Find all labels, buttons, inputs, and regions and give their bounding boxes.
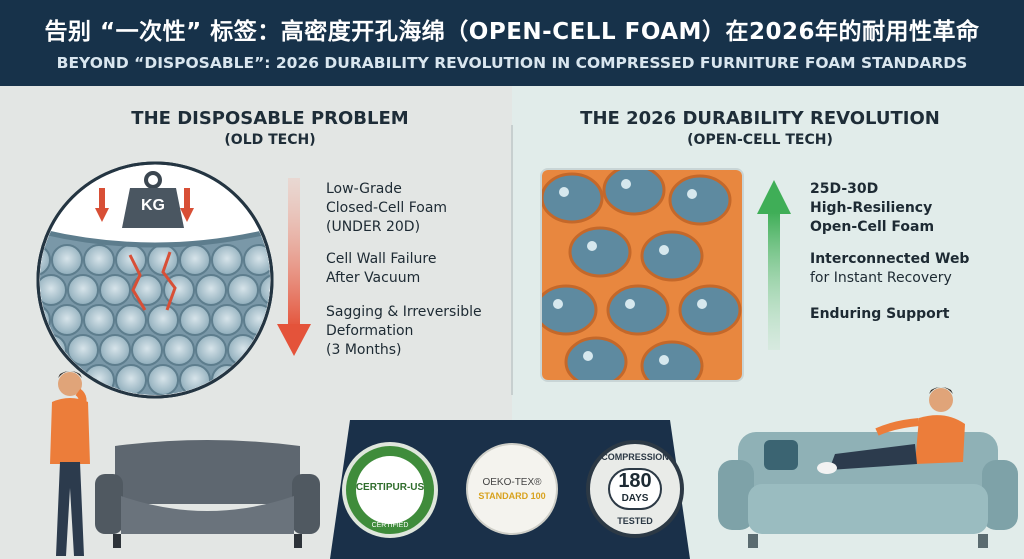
foam-cell [147,304,179,336]
page-title: 告别 “一次性” 标签：高密度开孔海绵（OPEN-CELL FOAM）在2026… [44,19,980,45]
foam-cell [211,244,243,276]
foam-cell [195,274,227,306]
oeko-tex-line1: OEKO-TEX® [482,477,542,488]
open-cell-pore [564,336,628,380]
right-panel-title: THE 2026 DURABILITY REVOLUTION [580,108,940,129]
air-bubble [583,351,593,361]
left-item-1-line3: (UNDER 20D) [326,219,421,235]
air-bubble [659,355,669,365]
left-item-2-line1: Cell Wall Failure [326,251,437,267]
left-panel-subtitle: (OLD TECH) [224,132,316,148]
open-cell-pore [542,284,598,336]
left-item-1-line2: Closed-Cell Foam [326,200,448,216]
left-item-2-line2: After Vacuum [326,270,421,286]
right-item-1-line3: Open-Cell Foam [810,219,935,235]
left-item-2: Cell Wall Failure After Vacuum [326,250,506,288]
sagging-sofa-illustration [95,434,320,549]
foam-cell [227,274,259,306]
right-item-3: Enduring Support [810,305,1010,324]
relaxing-person-illustration [815,384,985,484]
recovery-up-arrow-icon [757,180,791,350]
left-item-3: Sagging & Irreversible Deformation (3 Mo… [326,303,511,360]
foam-cell [51,304,83,336]
air-bubble [587,241,597,251]
open-cell-pore [640,230,704,282]
page-subtitle: BEYOND “DISPOSABLE”: 2026 DURABILITY REV… [56,54,968,72]
open-cell-pore [602,170,666,216]
left-panel-title: THE DISPOSABLE PROBLEM [131,108,409,129]
foam-cell [179,244,211,276]
foam-cell [115,304,147,336]
oeko-tex-line2: STANDARD 100 [478,491,546,501]
open-cell-pore [678,284,742,336]
open-cell-pore [542,172,604,224]
open-cell-foam-illustration [540,168,744,382]
foam-cell [243,364,270,395]
sagging-down-arrow-icon [277,178,311,358]
left-item-1-line1: Low-Grade [326,181,402,197]
header-banner: 告别 “一次性” 标签：高密度开孔海绵（OPEN-CELL FOAM）在2026… [0,0,1024,86]
right-item-2-line1: Interconnected Web [810,251,970,267]
right-panel-subtitle: (OPEN-CELL TECH) [687,132,833,148]
foam-cell [131,334,163,366]
pressure-arrow-left-icon [95,188,109,222]
foam-cell [51,244,83,276]
oeko-tex-badge: OEKO-TEX® STANDARD 100 [466,443,558,535]
compression-days-unit: DAYS [621,493,649,504]
air-bubble [553,299,563,309]
compression-top-label: COMPRESSION [601,452,669,462]
air-bubble [659,245,669,255]
certipur-badge-label: CERTIPUR-US [355,482,425,493]
thinking-person-illustration [40,368,100,559]
right-item-2: Interconnected Web for Instant Recovery [810,250,1010,288]
kg-weight-icon: KG [118,170,188,230]
foam-cell [115,364,147,395]
foam-cell [179,304,211,336]
weight-label: KG [141,197,165,214]
compression-tested-badge: COMPRESSION 180 DAYS TESTED [586,440,684,538]
foam-cell [83,304,115,336]
pressure-arrow-right-icon [180,188,194,222]
panel-divider [511,125,513,395]
foam-cell [99,334,131,366]
foam-cell [67,274,99,306]
right-item-2-line2: for Instant Recovery [810,270,952,286]
compression-days-value: 180 [618,470,652,492]
right-item-1-line2: High-Resiliency [810,200,933,216]
air-bubble [697,299,707,309]
foam-cell [195,334,227,366]
foam-cell [259,334,270,366]
compression-bottom-label: TESTED [617,516,653,526]
foam-cell [163,334,195,366]
foam-cell [99,274,131,306]
air-bubble [687,189,697,199]
foam-cell [67,334,99,366]
air-bubble [625,299,635,309]
foam-cell [259,274,270,306]
right-item-3-line1: Enduring Support [810,306,950,322]
open-cell-pore [568,226,632,278]
certipur-certified-label: CERTIFIED [371,522,409,529]
left-item-3-line3: (3 Months) [326,342,402,358]
right-item-1: 25D-30D High-Resiliency Open-Cell Foam [810,180,1010,237]
foam-cell [40,274,67,306]
open-cell-pore [668,174,732,226]
certipur-us-badge: CERTIPUR-US CERTIFIED [342,442,438,538]
open-cell-pore [606,284,670,336]
right-item-1-line1: 25D-30D [810,181,879,197]
air-bubble [559,187,569,197]
air-bubble [621,179,631,189]
left-item-3-line1: Sagging & Irreversible [326,304,482,320]
foam-cell [83,244,115,276]
open-cell-pore [640,340,704,380]
cell-crack [128,251,177,311]
left-item-1: Low-Grade Closed-Cell Foam (UNDER 20D) [326,180,506,237]
left-item-3-line2: Deformation [326,323,414,339]
foam-cell [243,244,270,276]
foam-cell [147,364,179,395]
foam-cell [211,304,243,336]
